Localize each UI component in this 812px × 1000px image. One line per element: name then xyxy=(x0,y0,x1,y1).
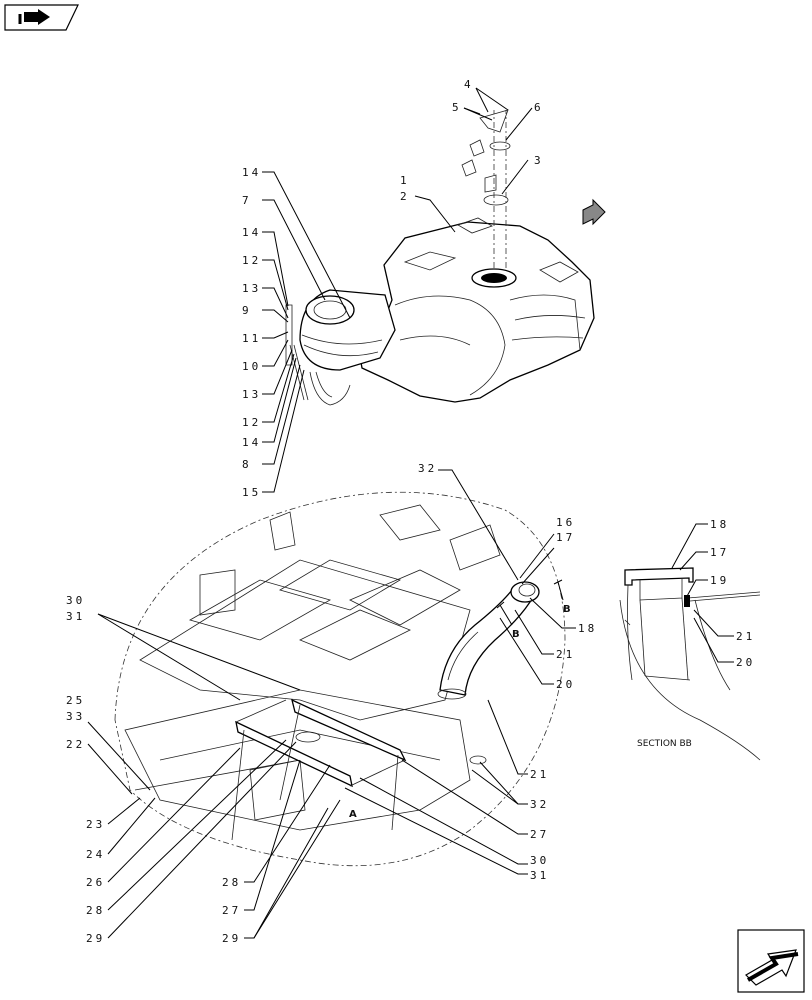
callout-23: 23 xyxy=(86,818,105,831)
callout-14b: 14 xyxy=(242,226,261,239)
leader-lines xyxy=(87,87,734,939)
callout-29b: 29 xyxy=(222,932,241,945)
callout-30: 30 xyxy=(66,594,85,607)
callout-24: 24 xyxy=(86,848,105,861)
callout-3: 3 xyxy=(534,154,544,167)
callout-21: 21 xyxy=(556,648,575,661)
callout-18b: 18 xyxy=(710,518,729,531)
callout-13: 13 xyxy=(242,282,261,295)
fuel-tank xyxy=(299,217,595,406)
callout-7: 7 xyxy=(242,194,252,207)
section-marker-b-2: B xyxy=(512,629,520,640)
section-bb-detail: SECTION BB xyxy=(619,567,761,761)
callout-26: 26 xyxy=(86,876,105,889)
callout-25: 25 xyxy=(66,694,85,707)
callout-17b: 17 xyxy=(710,546,729,559)
frame-circle xyxy=(114,491,566,867)
callout-9: 9 xyxy=(242,304,252,317)
callout-31b: 31 xyxy=(530,869,549,882)
callouts: 1 2 3 4 5 6 7 8 9 10 11 12 13 14 14 13 1… xyxy=(66,78,755,945)
callout-29: 29 xyxy=(86,932,105,945)
callout-1: 1 xyxy=(400,174,410,187)
callout-28: 28 xyxy=(86,904,105,917)
callout-31: 31 xyxy=(66,610,85,623)
callout-10: 10 xyxy=(242,360,261,373)
callout-20b: 20 xyxy=(736,656,755,669)
tank-strap xyxy=(231,698,407,841)
callout-27: 27 xyxy=(530,828,549,841)
callout-16: 16 xyxy=(556,516,575,529)
callout-19: 19 xyxy=(710,574,729,587)
callout-20: 20 xyxy=(556,678,575,691)
callout-11: 11 xyxy=(242,332,261,345)
callout-2: 2 xyxy=(400,190,410,203)
callout-22: 22 xyxy=(66,738,85,751)
callout-14c: 14 xyxy=(242,436,261,449)
callout-17: 17 xyxy=(556,531,575,544)
callout-28b: 28 xyxy=(222,876,241,889)
callout-12: 12 xyxy=(242,254,261,267)
callout-4: 4 xyxy=(464,78,474,91)
direction-arrow-icon xyxy=(582,198,606,226)
filler-hose xyxy=(437,581,540,700)
back-arrow-icon[interactable] xyxy=(4,4,79,31)
callout-30b: 30 xyxy=(530,854,549,867)
callout-33: 33 xyxy=(66,710,85,723)
callout-6: 6 xyxy=(534,101,544,114)
section-marker-a: A xyxy=(349,809,357,820)
callout-8: 8 xyxy=(242,458,252,471)
section-marker-b-1: B xyxy=(563,604,571,615)
frame-body xyxy=(124,504,501,831)
callout-5: 5 xyxy=(452,101,462,114)
callout-27b: 27 xyxy=(222,904,241,917)
callout-15: 15 xyxy=(242,486,261,499)
callout-32b: 32 xyxy=(530,798,549,811)
next-page-arrow-icon[interactable] xyxy=(737,929,805,993)
callout-32: 32 xyxy=(418,462,437,475)
callout-12b: 12 xyxy=(242,416,261,429)
callout-14: 14 xyxy=(242,166,261,179)
callout-18: 18 xyxy=(578,622,597,635)
callout-21c: 21 xyxy=(736,630,755,643)
tank-bracket xyxy=(285,304,309,401)
callout-21b: 21 xyxy=(530,768,549,781)
callout-13b: 13 xyxy=(242,388,261,401)
section-bb-label: SECTION BB xyxy=(637,739,692,749)
section-cut-markers: B B A xyxy=(349,579,571,820)
